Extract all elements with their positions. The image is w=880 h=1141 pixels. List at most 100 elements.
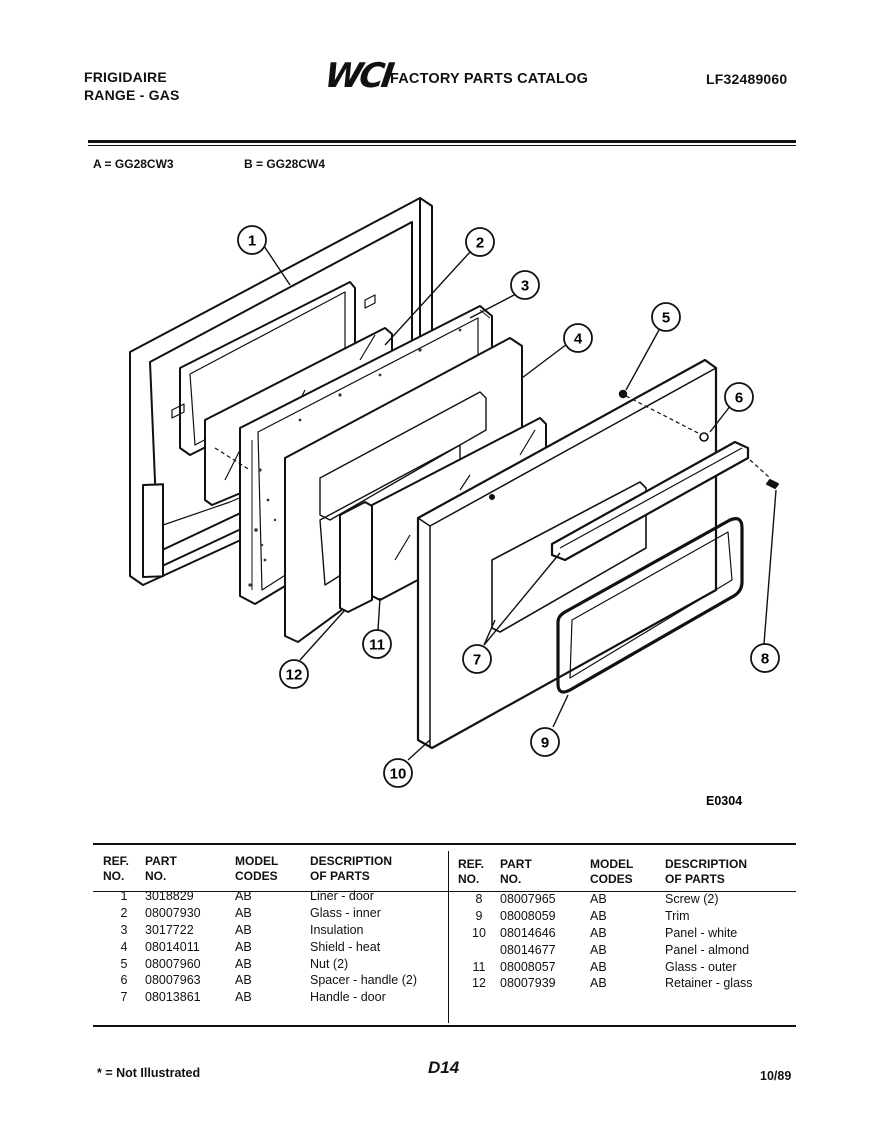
part-number-cell: 08007960 (145, 956, 201, 971)
table-row: 4 08014011 AB Shield - heat (103, 938, 438, 955)
leader-lines (263, 245, 777, 761)
figure-code: E0304 (706, 794, 742, 808)
description-cell: Spacer - handle (2) (310, 973, 418, 988)
callout-12: 12 (286, 667, 303, 684)
callout-circles (237, 225, 780, 788)
model-a: A = GG28CW3 (93, 157, 174, 171)
description-cell: Panel - almond (665, 942, 750, 957)
part-number-cell: 08007930 (145, 906, 201, 921)
table-row: 12 08007939 AB Retainer - glass (458, 975, 788, 992)
ref-cell: 10 (472, 925, 486, 940)
description-cell: Liner - door (310, 889, 374, 904)
part-number-cell: 3017722 (145, 922, 194, 937)
callout-7: 7 (473, 652, 481, 669)
page-number: D14 (428, 1058, 460, 1077)
callout-9: 9 (541, 735, 549, 752)
part-number-cell: 3018829 (145, 889, 194, 904)
brand-name: FRIGIDAIRE (84, 69, 167, 85)
model-codes-cell: AB (235, 990, 252, 1005)
part-number-cell: 08008057 (500, 959, 556, 974)
ref-cell (458, 941, 500, 958)
ref-cell: 4 (120, 939, 128, 954)
table-header-rule (93, 891, 796, 892)
description-cell: Nut (2) (310, 956, 349, 971)
description-cell: Handle - door (310, 990, 386, 1005)
model-codes-cell: AB (590, 909, 607, 924)
spacer-part (699, 432, 709, 442)
description-cell: Glass - outer (665, 959, 737, 974)
description-cell: Glass - inner (310, 906, 381, 921)
catalog-title: FACTORY PARTS CATALOG (390, 71, 589, 87)
description-cell: Trim (665, 909, 690, 924)
callout-2: 2 (476, 235, 484, 252)
table-bottom-rule (93, 1025, 796, 1027)
description-cell: Retainer - glass (665, 976, 753, 991)
model-codes-cell: AB (590, 959, 607, 974)
header-rule-thin (88, 145, 796, 146)
model-codes-cell: AB (590, 892, 607, 907)
nut-part (618, 389, 628, 399)
part-number-cell: 08014677 (500, 942, 556, 957)
model-codes-cell: AB (235, 922, 252, 937)
callout-4: 4 (574, 331, 583, 348)
model-codes-cell: AB (235, 906, 252, 921)
part-number-cell: 08007939 (500, 976, 556, 991)
ref-cell: 6 (120, 973, 128, 988)
screw-part (766, 479, 779, 489)
part-number-cell: 08014646 (500, 925, 556, 940)
table-row: 10 08014646 AB Panel - white (458, 925, 788, 942)
catalog-date: 10/89 (760, 1069, 792, 1083)
part-number-cell: 08014011 (145, 939, 200, 954)
not-illustrated-note: * = Not Illustrated (97, 1066, 201, 1080)
table-divider (448, 851, 449, 1023)
part-number-cell: 08007965 (500, 892, 556, 907)
table-row: 6 08007963 AB Spacer - handle (2) (103, 972, 438, 989)
ref-cell: 12 (472, 976, 486, 991)
header-rule (88, 140, 796, 143)
table-row: 11 08008057 AB Glass - outer (458, 958, 788, 975)
callout-1: 1 (248, 233, 256, 250)
description-cell: Panel - white (665, 925, 738, 940)
table-row: 2 08007930 AB Glass - inner (103, 905, 438, 922)
table-row: 1 3018829 AB Liner - door (103, 888, 438, 905)
description-cell: Insulation (310, 922, 364, 937)
product-category: RANGE - GAS (84, 87, 180, 103)
table-row: 5 08007960 AB Nut (2) (103, 955, 438, 972)
description-cell: Screw (2) (665, 892, 719, 907)
ref-cell: 3 (120, 922, 128, 937)
ref-no-header: REF.NO. (103, 854, 130, 883)
model-codes-cell: AB (235, 889, 252, 904)
handle-door-part (550, 440, 750, 562)
callout-5: 5 (662, 310, 670, 327)
part-number-cell: 08007963 (145, 973, 201, 988)
callout-10: 10 (390, 766, 407, 783)
model-codes-cell: AB (590, 976, 607, 991)
ref-cell: 5 (120, 956, 128, 971)
catalog-number: LF32489060 (706, 71, 788, 87)
table-row: 3 3017722 AB Insulation (103, 922, 438, 939)
model-codes-cell: AB (235, 973, 252, 988)
ref-cell: 2 (120, 906, 128, 921)
trim-part (556, 517, 744, 694)
description-cell: Shield - heat (310, 939, 381, 954)
ref-cell: 7 (120, 990, 128, 1005)
model-codes-cell: AB (590, 925, 607, 940)
model-codes-cell: AB (235, 939, 252, 954)
ref-cell: 1 (120, 889, 128, 904)
ref-cell: 11 (472, 959, 486, 974)
model-codes-cell: AB (235, 956, 252, 971)
callout-6: 6 (735, 390, 743, 407)
